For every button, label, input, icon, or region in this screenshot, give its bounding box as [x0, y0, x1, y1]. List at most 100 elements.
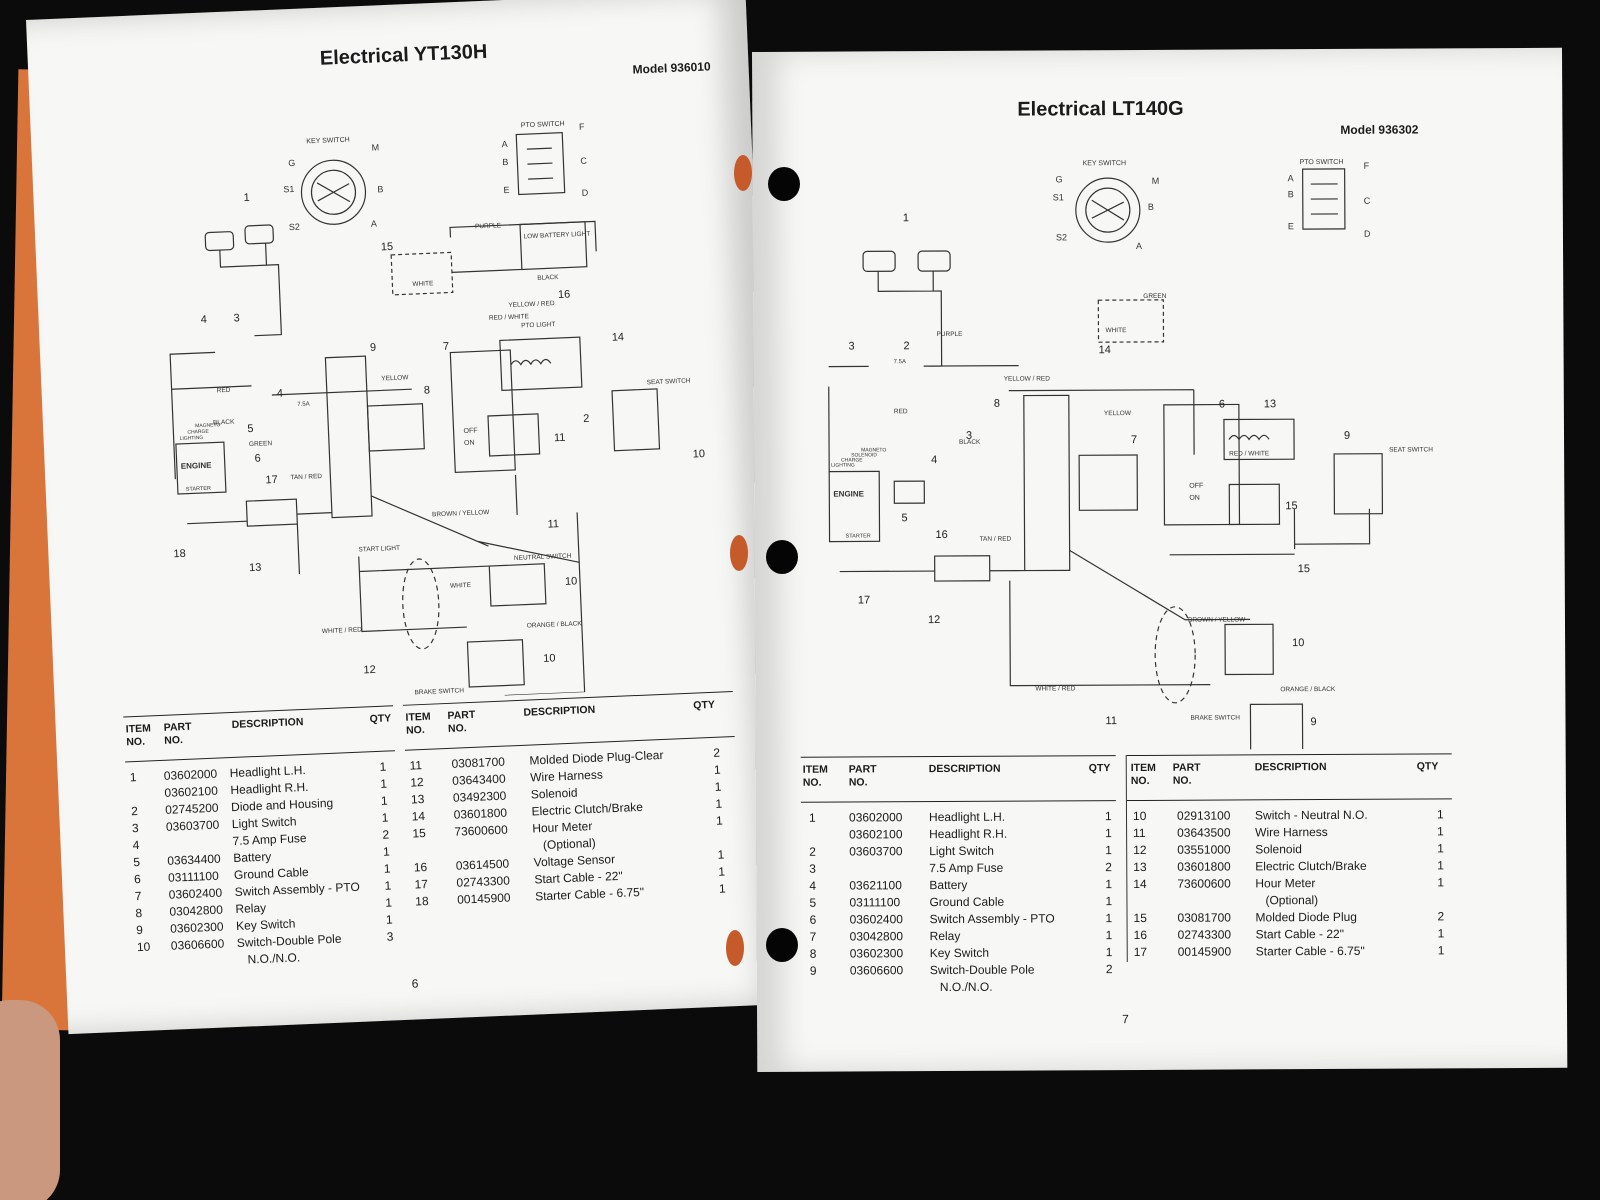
- right-engine-label: ENGINE: [833, 489, 864, 498]
- parts-desc-cell: Hour Meter: [532, 818, 593, 836]
- left-brake-switch-icon: [466, 639, 525, 688]
- left-diode-housing-icon: [487, 413, 541, 457]
- left-callout: 16: [558, 288, 571, 301]
- parts-item-cell: 4: [809, 878, 817, 893]
- left-callout: 11: [554, 432, 566, 444]
- left-key-s2-label: S2: [289, 222, 300, 232]
- qty-header: QTY: [693, 698, 716, 712]
- right-key-m-label: M: [1152, 176, 1160, 186]
- right-seat-switch-icon: [1333, 453, 1384, 515]
- parts-desc-cell: (Optional): [1265, 893, 1319, 908]
- right-callout: 15: [1298, 563, 1310, 575]
- parts-qty-cell: 1: [1436, 807, 1444, 822]
- left-callout: 5: [247, 423, 254, 435]
- right-callout: 10: [1292, 637, 1304, 649]
- right-yellow-red-label: YELLOW / RED: [1004, 375, 1051, 382]
- left-model-number: Model 936010: [632, 59, 711, 77]
- left-pto-d-label: D: [582, 188, 589, 198]
- left-callout: 7: [443, 341, 450, 353]
- parts-qty-cell: 1: [384, 895, 393, 910]
- parts-item-cell: 2: [130, 804, 139, 819]
- right-red-label: RED: [894, 408, 908, 415]
- right-off-label: OFF: [1189, 483, 1203, 490]
- part-no-header: PART NO.: [1172, 761, 1201, 787]
- left-callout: 18: [173, 548, 186, 561]
- parts-desc-cell: Key Switch: [929, 945, 990, 961]
- left-callout: 13: [249, 562, 262, 575]
- left-low-battery-light-icon: [519, 221, 588, 271]
- left-pto-a-label: A: [501, 139, 507, 149]
- left-key-b-label: B: [377, 184, 383, 194]
- parts-qty-cell: 1: [1437, 824, 1444, 839]
- parts-qty-cell: 1: [713, 762, 721, 777]
- left-callout: 4: [277, 388, 284, 400]
- parts-part-cell: 03602400: [849, 912, 903, 927]
- left-callout: 8: [424, 384, 431, 396]
- part-no-header: PART NO.: [163, 720, 192, 747]
- left-callout: 14: [612, 331, 625, 344]
- left-callout: 11: [547, 518, 559, 530]
- left-starter-label: STARTER: [186, 486, 211, 493]
- parts-desc-cell: Battery: [232, 849, 272, 866]
- parts-qty-cell: 1: [380, 793, 388, 808]
- right-engine-icon: [828, 470, 881, 543]
- parts-item-cell: 16: [1133, 927, 1148, 943]
- right-page-number: 7: [1122, 1012, 1129, 1027]
- binder-hole-edge: [730, 535, 748, 571]
- parts-item-cell: 17: [1133, 944, 1148, 960]
- binder-hole-bottom: [766, 928, 798, 962]
- left-pto-e-label: E: [503, 185, 509, 195]
- right-key-s1-label: S1: [1053, 192, 1064, 202]
- parts-part-cell: 03602300: [849, 946, 904, 961]
- parts-item-cell: 7: [134, 888, 142, 904]
- parts-item-cell: 14: [411, 808, 426, 824]
- parts-desc-cell: Ground Cable: [929, 894, 1005, 910]
- parts-desc-cell: Wire Harness: [1255, 824, 1328, 840]
- right-key-switch-icon: [1075, 177, 1141, 243]
- parts-desc-cell: Electric Clutch/Brake: [1255, 858, 1367, 874]
- parts-desc-cell: Light Switch: [929, 843, 994, 859]
- right-green-label: GREEN: [1143, 293, 1166, 300]
- left-key-a-label: A: [371, 218, 377, 228]
- right-callout: 14: [1099, 344, 1111, 356]
- right-hour-meter-icon: [1097, 299, 1165, 343]
- parts-qty-cell: 1: [1105, 911, 1113, 926]
- parts-item-cell: 7: [809, 929, 817, 944]
- holding-thumb: [0, 1000, 60, 1200]
- parts-part-cell: 02913100: [1176, 808, 1231, 823]
- left-engine-icon: [175, 441, 227, 495]
- parts-desc-cell: Switch - Neutral N.O.: [1254, 807, 1368, 823]
- parts-item-cell: 16: [413, 859, 428, 875]
- right-tan-red-label: TAN / RED: [980, 536, 1012, 543]
- parts-desc-cell: Key Switch: [235, 916, 296, 933]
- description-header: DESCRIPTION: [928, 762, 1001, 776]
- parts-desc-cell: Switch-Double Pole: [236, 931, 342, 950]
- right-charge-label: CHARGE: [841, 457, 863, 463]
- parts-desc-cell: Solenoid: [1255, 842, 1302, 857]
- parts-desc-cell: Headlight L.H.: [928, 809, 1006, 825]
- right-callout: 8: [994, 398, 1000, 410]
- left-red-label: RED: [217, 387, 231, 395]
- left-page-number: 6: [411, 976, 419, 991]
- right-pto-c-label: C: [1364, 196, 1371, 206]
- parts-part-cell: 03634400: [167, 851, 221, 868]
- parts-item-cell: 6: [133, 871, 142, 887]
- right-callout: 3: [966, 430, 972, 442]
- left-white-label: WHITE: [412, 280, 434, 288]
- parts-desc-cell: Headlight L.H.: [229, 762, 306, 781]
- parts-part-cell: 03614500: [455, 856, 510, 873]
- parts-qty-cell: 1: [1437, 858, 1444, 873]
